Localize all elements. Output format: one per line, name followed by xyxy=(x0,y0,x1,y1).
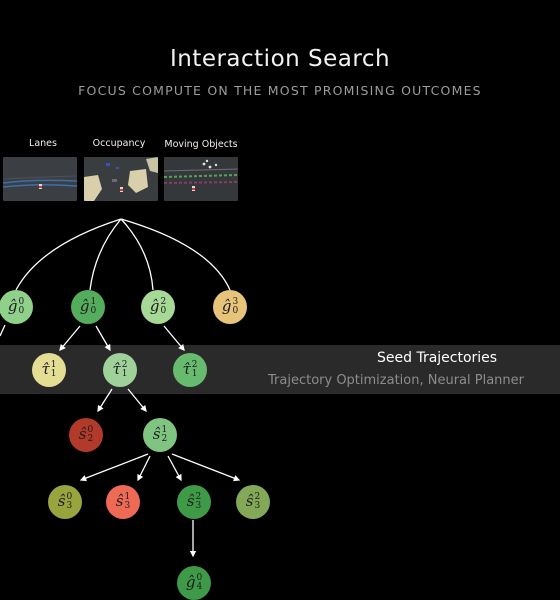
lanes-thumbnail xyxy=(3,157,77,201)
edge-tmid-s20 xyxy=(97,388,113,413)
seed-trajectories-band xyxy=(0,345,560,394)
edge-g1-tleft xyxy=(59,325,81,351)
edge-root-g2 xyxy=(120,218,154,291)
edge-root-g0 xyxy=(15,218,122,291)
edge-root-g1 xyxy=(89,218,122,291)
edge-s21-s30 xyxy=(79,453,149,482)
lanes-label: Lanes xyxy=(29,138,57,149)
edge-g1-tmid xyxy=(95,325,111,352)
edge-root-g3 xyxy=(120,218,231,291)
edge-g0-offscreen xyxy=(0,324,6,337)
edge-s21-s32a xyxy=(167,455,182,482)
edge-s21-s31 xyxy=(137,455,151,482)
band-subtitle: Trajectory Optimization, Neural Planner xyxy=(268,373,525,388)
edge-s21-s32b xyxy=(171,453,241,482)
edge-tmid-s21 xyxy=(127,388,147,413)
occupancy-label: Occupancy xyxy=(92,138,146,149)
diagram-title: Interaction Search xyxy=(169,46,391,72)
diagram-subtitle: FOCUS COMPUTE ON THE MOST PROMISING OUTC… xyxy=(78,83,482,98)
moving-objects-label: Moving Objects xyxy=(164,139,238,150)
moving-objects-thumbnail xyxy=(164,157,238,201)
occupancy-thumbnail xyxy=(84,157,158,201)
band-title: Seed Trajectories xyxy=(377,350,498,366)
edge-g2-tright xyxy=(163,325,185,351)
